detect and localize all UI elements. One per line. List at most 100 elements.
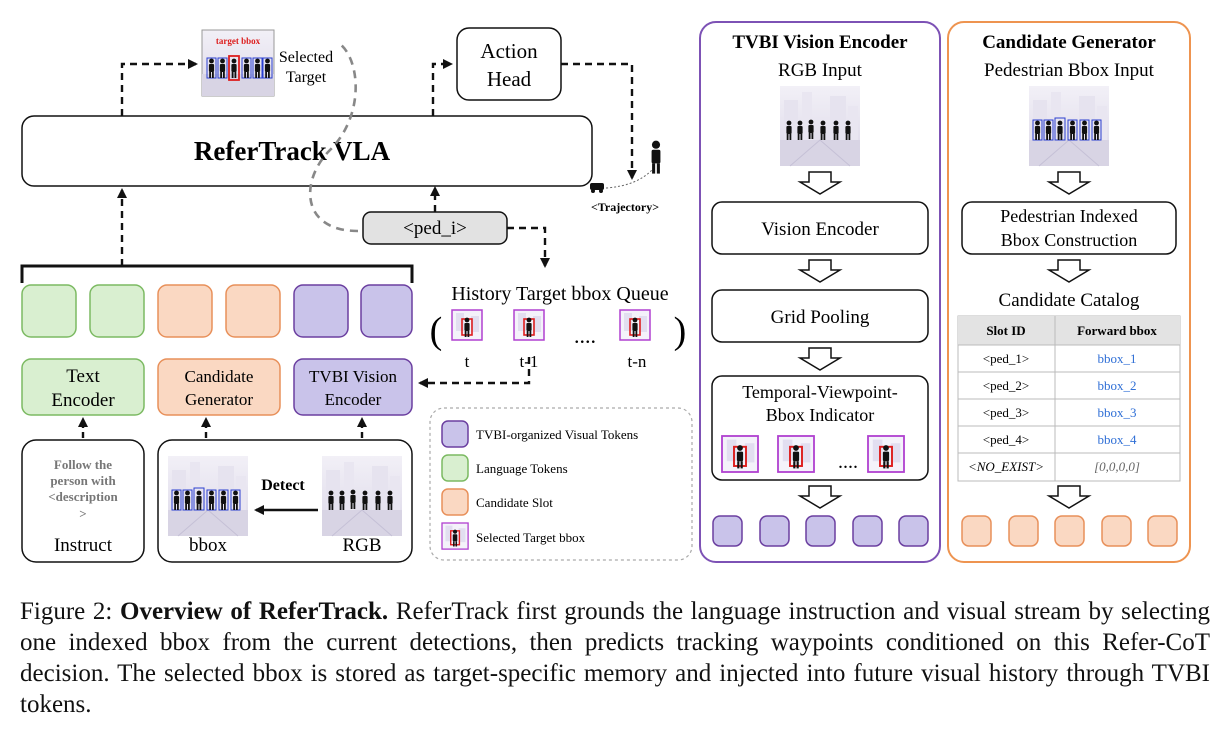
overview-diagram: target bbox Selected Target Action Head …	[20, 21, 1191, 563]
legend-label-language: Language Tokens	[476, 461, 568, 476]
history-queue-title: History Target bbox Queue	[451, 283, 668, 305]
legend-box	[429, 407, 693, 561]
tvbi-down-arrow-2	[797, 259, 843, 283]
robot-icon	[590, 183, 604, 193]
candidate-slot-token	[225, 284, 281, 338]
detect-label: Detect	[261, 477, 305, 494]
instruct-text-line4: >	[79, 506, 86, 521]
table-cell-slot: <ped_2>	[983, 378, 1029, 393]
queue-close-paren: )	[674, 310, 687, 352]
candidate-down-arrow-3	[1046, 485, 1092, 509]
instruct-text-line1: Follow the	[54, 457, 112, 472]
ped-to-queue-arrow	[507, 226, 550, 268]
vision-encoder-box	[711, 201, 929, 255]
queue-frame-t-1	[514, 310, 544, 340]
legend-swatch-candidate	[441, 488, 469, 516]
candidate-generator-box	[157, 358, 281, 416]
indicator-ellipsis: ....	[838, 451, 858, 473]
table-header-slot: Slot ID	[986, 323, 1025, 338]
visual-token	[360, 284, 413, 338]
token-bracket	[20, 264, 414, 283]
bbox-image	[167, 455, 249, 537]
candidate-generator-line1: Candidate	[185, 367, 254, 386]
legend-label-visual: TVBI-organized Visual Tokens	[476, 427, 638, 442]
visual-token	[293, 284, 349, 338]
text-encoder-line2: Encoder	[51, 390, 115, 411]
figure-caption: Figure 2: Overview of ReferTrack. ReferT…	[20, 596, 1210, 720]
caption-prefix: Figure 2:	[20, 598, 120, 625]
selected-target-thumbnail: target bbox	[201, 29, 275, 97]
rgb-label: RGB	[342, 535, 381, 556]
instruct-label: Instruct	[54, 535, 113, 556]
candidate-output-token	[961, 515, 992, 547]
indicator-frame-3	[868, 436, 904, 472]
language-token	[89, 284, 145, 338]
table-cell-bbox: bbox_1	[1098, 351, 1137, 366]
tvbi-output-token	[852, 515, 883, 547]
tvbi-output-token	[712, 515, 743, 547]
candidate-panel-title: Candidate Generator	[982, 32, 1156, 53]
construction-box	[961, 201, 1177, 255]
table-cell-bbox: bbox_4	[1098, 432, 1138, 447]
action-head-line2: Head	[487, 67, 532, 91]
grid-pooling-box	[711, 289, 929, 343]
queue-frame-t-n	[620, 310, 650, 340]
tvbi-encoder-box	[293, 358, 413, 416]
selected-label-line1: Selected	[279, 49, 333, 66]
table-header-bbox: Forward bbox	[1077, 323, 1157, 338]
queue-to-tvbi-arrow	[418, 357, 531, 388]
grid-pooling-label: Grid Pooling	[771, 307, 870, 328]
candidate-output-token	[1147, 515, 1178, 547]
queue-frame-t	[452, 310, 482, 340]
caption-text: ReferTrack first grounds the language in…	[20, 598, 1210, 718]
text-encoder-box	[21, 358, 145, 416]
candidate-output-token	[1101, 515, 1132, 547]
candidate-down-arrow-2	[1046, 259, 1092, 283]
refertrack-vla-box	[21, 115, 593, 187]
queue-open-paren: (	[430, 310, 443, 352]
legend-swatch-language	[441, 454, 469, 482]
indicator-frame-1	[722, 436, 758, 472]
tvbi-output-token	[759, 515, 790, 547]
walking-person-icon	[651, 140, 661, 174]
bbox-label: bbox	[189, 535, 228, 556]
queue-label-t: t	[465, 352, 470, 371]
legend-swatch-target	[442, 523, 468, 549]
instruct-text-line3: <description	[48, 489, 118, 504]
text-encoder-line1: Text	[66, 366, 100, 387]
tvbi-down-arrow-4	[797, 485, 843, 509]
construction-line2: Bbox Construction	[1001, 230, 1138, 250]
tvbi-down-arrow-1	[797, 171, 843, 195]
table-cell-slot: <ped_1>	[983, 351, 1029, 366]
vla-to-target-arrow	[120, 59, 198, 116]
selected-label-line2: Target	[286, 69, 327, 86]
legend-label-candidate: Candidate Slot	[476, 495, 553, 510]
candidate-catalog-table: Slot ID Forward bbox <ped_1> bbox_1 <ped…	[957, 315, 1181, 482]
tvbi-output-token	[805, 515, 836, 547]
instruct-box	[21, 439, 145, 563]
queue-ellipsis: ....	[574, 323, 596, 348]
candidate-generator-line2: Generator	[185, 390, 253, 409]
legend-swatch-visual	[441, 420, 469, 448]
ped-token-link	[308, 42, 359, 233]
table-cell-bbox: bbox_3	[1098, 405, 1137, 420]
language-token	[21, 284, 77, 338]
construction-line1: Pedestrian Indexed	[1000, 206, 1137, 226]
tvbi-output-token	[898, 515, 929, 547]
ped-token-text: <ped_i>	[403, 218, 467, 239]
instruct-text-line2: person with	[50, 473, 116, 488]
indicator-frame-2	[778, 436, 814, 472]
tvbi-input-label: RGB Input	[778, 60, 863, 81]
queue-label-t-n: t-n	[628, 352, 647, 371]
table-cell-slot: <ped_4>	[983, 432, 1029, 447]
tvbi-down-arrow-3	[797, 347, 843, 371]
trajectory-label: <Trajectory>	[591, 200, 659, 214]
catalog-title: Candidate Catalog	[999, 290, 1140, 311]
candidate-output-token	[1054, 515, 1085, 547]
vla-title: ReferTrack VLA	[194, 136, 391, 166]
table-cell-bbox: [0,0,0,0]	[1094, 459, 1140, 474]
table-cell-bbox: bbox_2	[1098, 378, 1137, 393]
table-cell-slot: <ped_3>	[983, 405, 1029, 420]
table-cell-slot: <NO_EXIST>	[968, 459, 1044, 474]
target-bbox-text: target bbox	[216, 36, 261, 46]
